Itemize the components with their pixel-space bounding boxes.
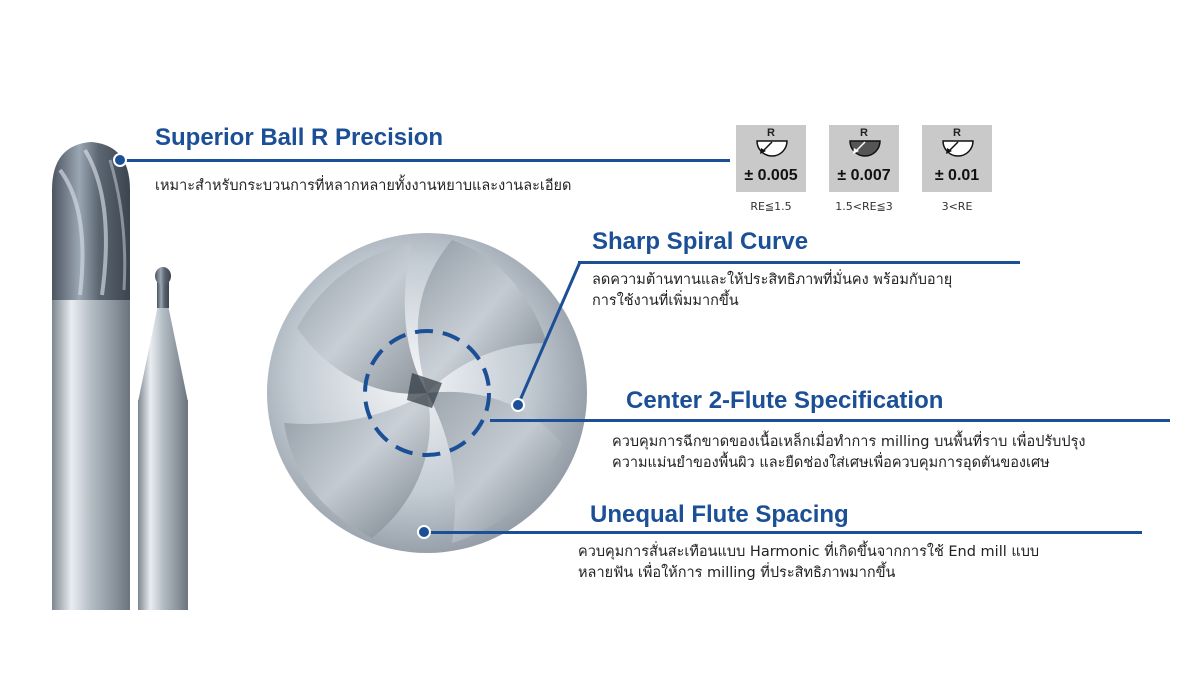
feature-connector-line — [516, 261, 582, 406]
tolerance-range: RE≦1.5 — [750, 200, 792, 213]
feature-desc-sharp-spiral: ลดความต้านทานและให้ประสิทธิภาพที่มั่นคง … — [592, 270, 952, 312]
tolerance-symbol: R — [953, 127, 961, 139]
feature-title-unequal-flute: Unequal Flute Spacing — [590, 501, 849, 528]
tolerance-value: ± 0.01 — [934, 167, 980, 184]
ball-radius-icon — [756, 140, 788, 157]
tolerance-box: R ± 0.007 — [829, 125, 899, 192]
large-end-mill — [52, 142, 130, 610]
feature-title-center-flute: Center 2-Flute Specification — [626, 387, 944, 414]
ball-radius-icon — [942, 140, 974, 157]
tolerance-range: 1.5<RE≦3 — [835, 200, 893, 213]
feature-marker-dot — [113, 153, 127, 167]
tolerance-value: ± 0.007 — [837, 167, 891, 184]
ball-radius-icon — [849, 140, 881, 157]
feature-line-superior-ball — [120, 159, 730, 162]
feature-desc-line: หลายฟัน เพื่อให้การ milling ที่ประสิทธิภ… — [578, 565, 896, 581]
feature-title-sharp-spiral: Sharp Spiral Curve — [592, 228, 809, 255]
feature-desc-superior-ball: เหมาะสำหรับกระบวนการที่หลากหลายทั้งงานหย… — [155, 176, 571, 197]
end-mill-flute-view — [267, 233, 587, 553]
feature-desc-line: ลดความต้านทานและให้ประสิทธิภาพที่มั่นคง … — [592, 272, 953, 288]
feature-desc-line: ควบคุมการฉีกขาดของเนื้อเหล็กเมื่อทำการ m… — [612, 434, 1086, 450]
tolerance-box: R ± 0.005 — [736, 125, 806, 192]
feature-title-superior-ball: Superior Ball R Precision — [155, 124, 444, 151]
tolerance-symbol: R — [860, 127, 868, 139]
feature-desc-center-flute: ควบคุมการฉีกขาดของเนื้อเหล็กเมื่อทำการ m… — [612, 432, 1085, 474]
small-end-mill — [138, 267, 188, 610]
end-mill-tools-illustration — [52, 142, 188, 610]
feature-line-sharp-spiral — [578, 261, 1020, 264]
feature-desc-line: เหมาะสำหรับกระบวนการที่หลากหลายทั้งงานหย… — [155, 178, 572, 194]
feature-marker-dot — [417, 525, 431, 539]
tolerance-box: R ± 0.01 — [922, 125, 992, 192]
feature-desc-unequal-flute: ควบคุมการสั่นสะเทือนแบบ Harmonic ที่เกิด… — [578, 542, 1039, 584]
feature-desc-line: ควบคุมการสั่นสะเทือนแบบ Harmonic ที่เกิด… — [578, 544, 1040, 560]
tolerance-symbol: R — [767, 127, 775, 139]
feature-marker-dot — [511, 398, 525, 412]
tolerance-value: ± 0.005 — [744, 167, 798, 184]
feature-desc-line: ความแม่นยำของพื้นผิว และยืดช่องใส่เศษเพื… — [612, 455, 1050, 471]
feature-desc-line: การใช้งานที่เพิ่มมากขึ้น — [592, 293, 739, 309]
feature-line-unequal-flute — [424, 531, 1142, 534]
feature-line-center-flute — [490, 419, 1170, 422]
tolerance-range: 3<RE — [941, 200, 973, 213]
